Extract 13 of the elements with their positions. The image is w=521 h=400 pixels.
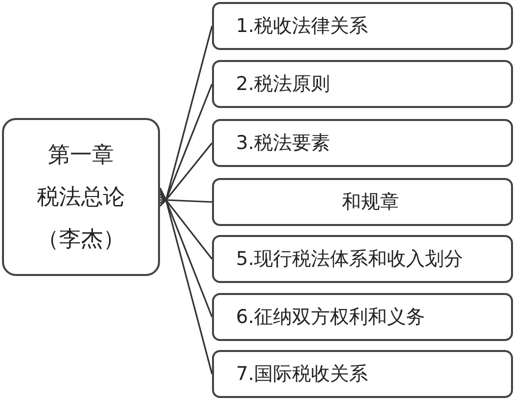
topic-box: 和规章	[212, 178, 513, 226]
connector-line	[160, 198, 213, 318]
chapter-box: 第一章 税法总论 （李杰）	[2, 118, 160, 276]
topic-box: 1.税收法律关系	[212, 2, 513, 50]
topic-box: 3.税法要素	[212, 119, 513, 167]
topic-box: 6.征纳双方权利和义务	[212, 293, 513, 341]
connector-line	[160, 196, 212, 203]
connector-line	[159, 198, 213, 374]
connector-line	[160, 199, 213, 260]
connector-line	[159, 142, 213, 202]
topic-box: 7.国际税收关系	[212, 350, 513, 398]
topic-box: 2.税法原则	[212, 60, 513, 108]
topic-box: 5.现行税法体系和收入划分	[212, 235, 513, 283]
